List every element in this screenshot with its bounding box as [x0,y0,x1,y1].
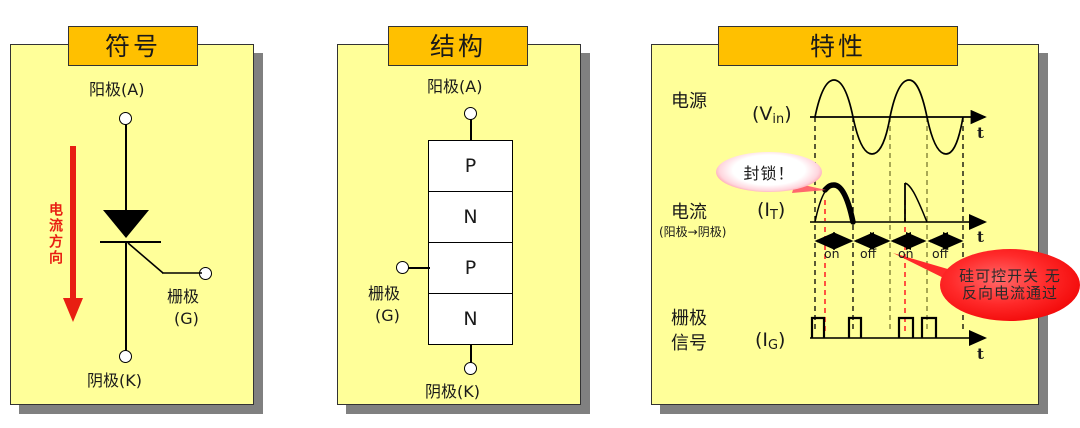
symbol-diode-triangle-icon [103,210,149,238]
char-axis-label-t-supply: t [977,124,984,142]
symbol-anode-wire [125,124,127,213]
callout-no-reverse-line2: 反向电流通过 [961,284,1058,302]
structure-gate-label-line2: (G) [375,306,400,325]
symbol-cathode-label: 阴极(K) [87,371,142,390]
char-symbol-ig-main: (I [755,329,769,351]
structure-anode-wire [470,119,472,141]
structure-layer-p2: P [428,242,513,294]
panel-symbol-title: 符号 [68,26,198,66]
symbol-cathode-wire [125,241,127,354]
structure-layer-n1: N [428,191,513,243]
panel-characteristics-title: 特性 [718,26,958,66]
char-row-sublabel-gate: 信号 [671,333,707,354]
char-symbol-vin-main: (V [752,103,773,125]
structure-cathode-label: 阴极(K) [425,382,480,401]
structure-gate-wire [408,267,430,269]
symbol-cathode-bar [100,241,161,243]
char-row-sublabel-current: (阳极→阴极) [659,225,727,239]
structure-gate-label-line1: 栅极 [368,284,401,303]
symbol-gate-label-line1: 栅极 [167,287,200,306]
callout-no-reverse-line1: 硅可控开关 无 [959,266,1061,285]
char-interval-label-on-1: on [824,246,840,261]
char-axis-label-t-gate: t [977,345,984,363]
char-interval-label-off-1: off [860,246,877,261]
callout-no-reverse-current-bubble: 硅可控开关 无 反向电流通过 [940,249,1080,321]
structure-anode-label: 阳极(A) [427,77,483,96]
panel-structure-title: 结构 [388,26,528,66]
structure-cathode-wire [470,344,472,366]
char-symbol-it: (IT) [757,199,786,223]
symbol-cathode-terminal [119,350,132,363]
structure-gate-terminal [396,261,409,274]
symbol-anode-label: 阳极(A) [89,80,145,99]
char-symbol-ig-sub: G [768,337,779,353]
char-symbol-it-main: (I [757,199,771,221]
structure-cathode-terminal [464,362,477,375]
char-axis-label-t-current: t [977,228,984,246]
symbol-gate-terminal [199,267,212,280]
char-interval-label-off-2: off [932,246,949,261]
char-symbol-vin: (Vin) [752,103,792,127]
symbol-gate-label-line2: (G) [174,309,199,328]
callout-block-bubble: 封锁！ [716,152,822,192]
char-symbol-ig: (IG) [755,329,786,353]
char-row-label-current: 电流 [671,202,707,223]
char-interval-label-on-2: on [898,246,914,261]
char-row-label-supply: 电源 [671,91,707,112]
char-row-label-gate: 栅极 [671,308,707,329]
char-symbol-vin-tail: ) [784,103,792,125]
char-symbol-it-sub: T [770,207,778,223]
structure-layer-n2: N [428,293,513,345]
structure-layer-p1: P [428,140,513,192]
char-symbol-vin-sub: in [772,111,785,127]
char-symbol-ig-tail: ) [778,329,786,351]
char-symbol-it-tail: ) [777,199,786,221]
current-direction-label: 电流方向 [47,202,63,266]
